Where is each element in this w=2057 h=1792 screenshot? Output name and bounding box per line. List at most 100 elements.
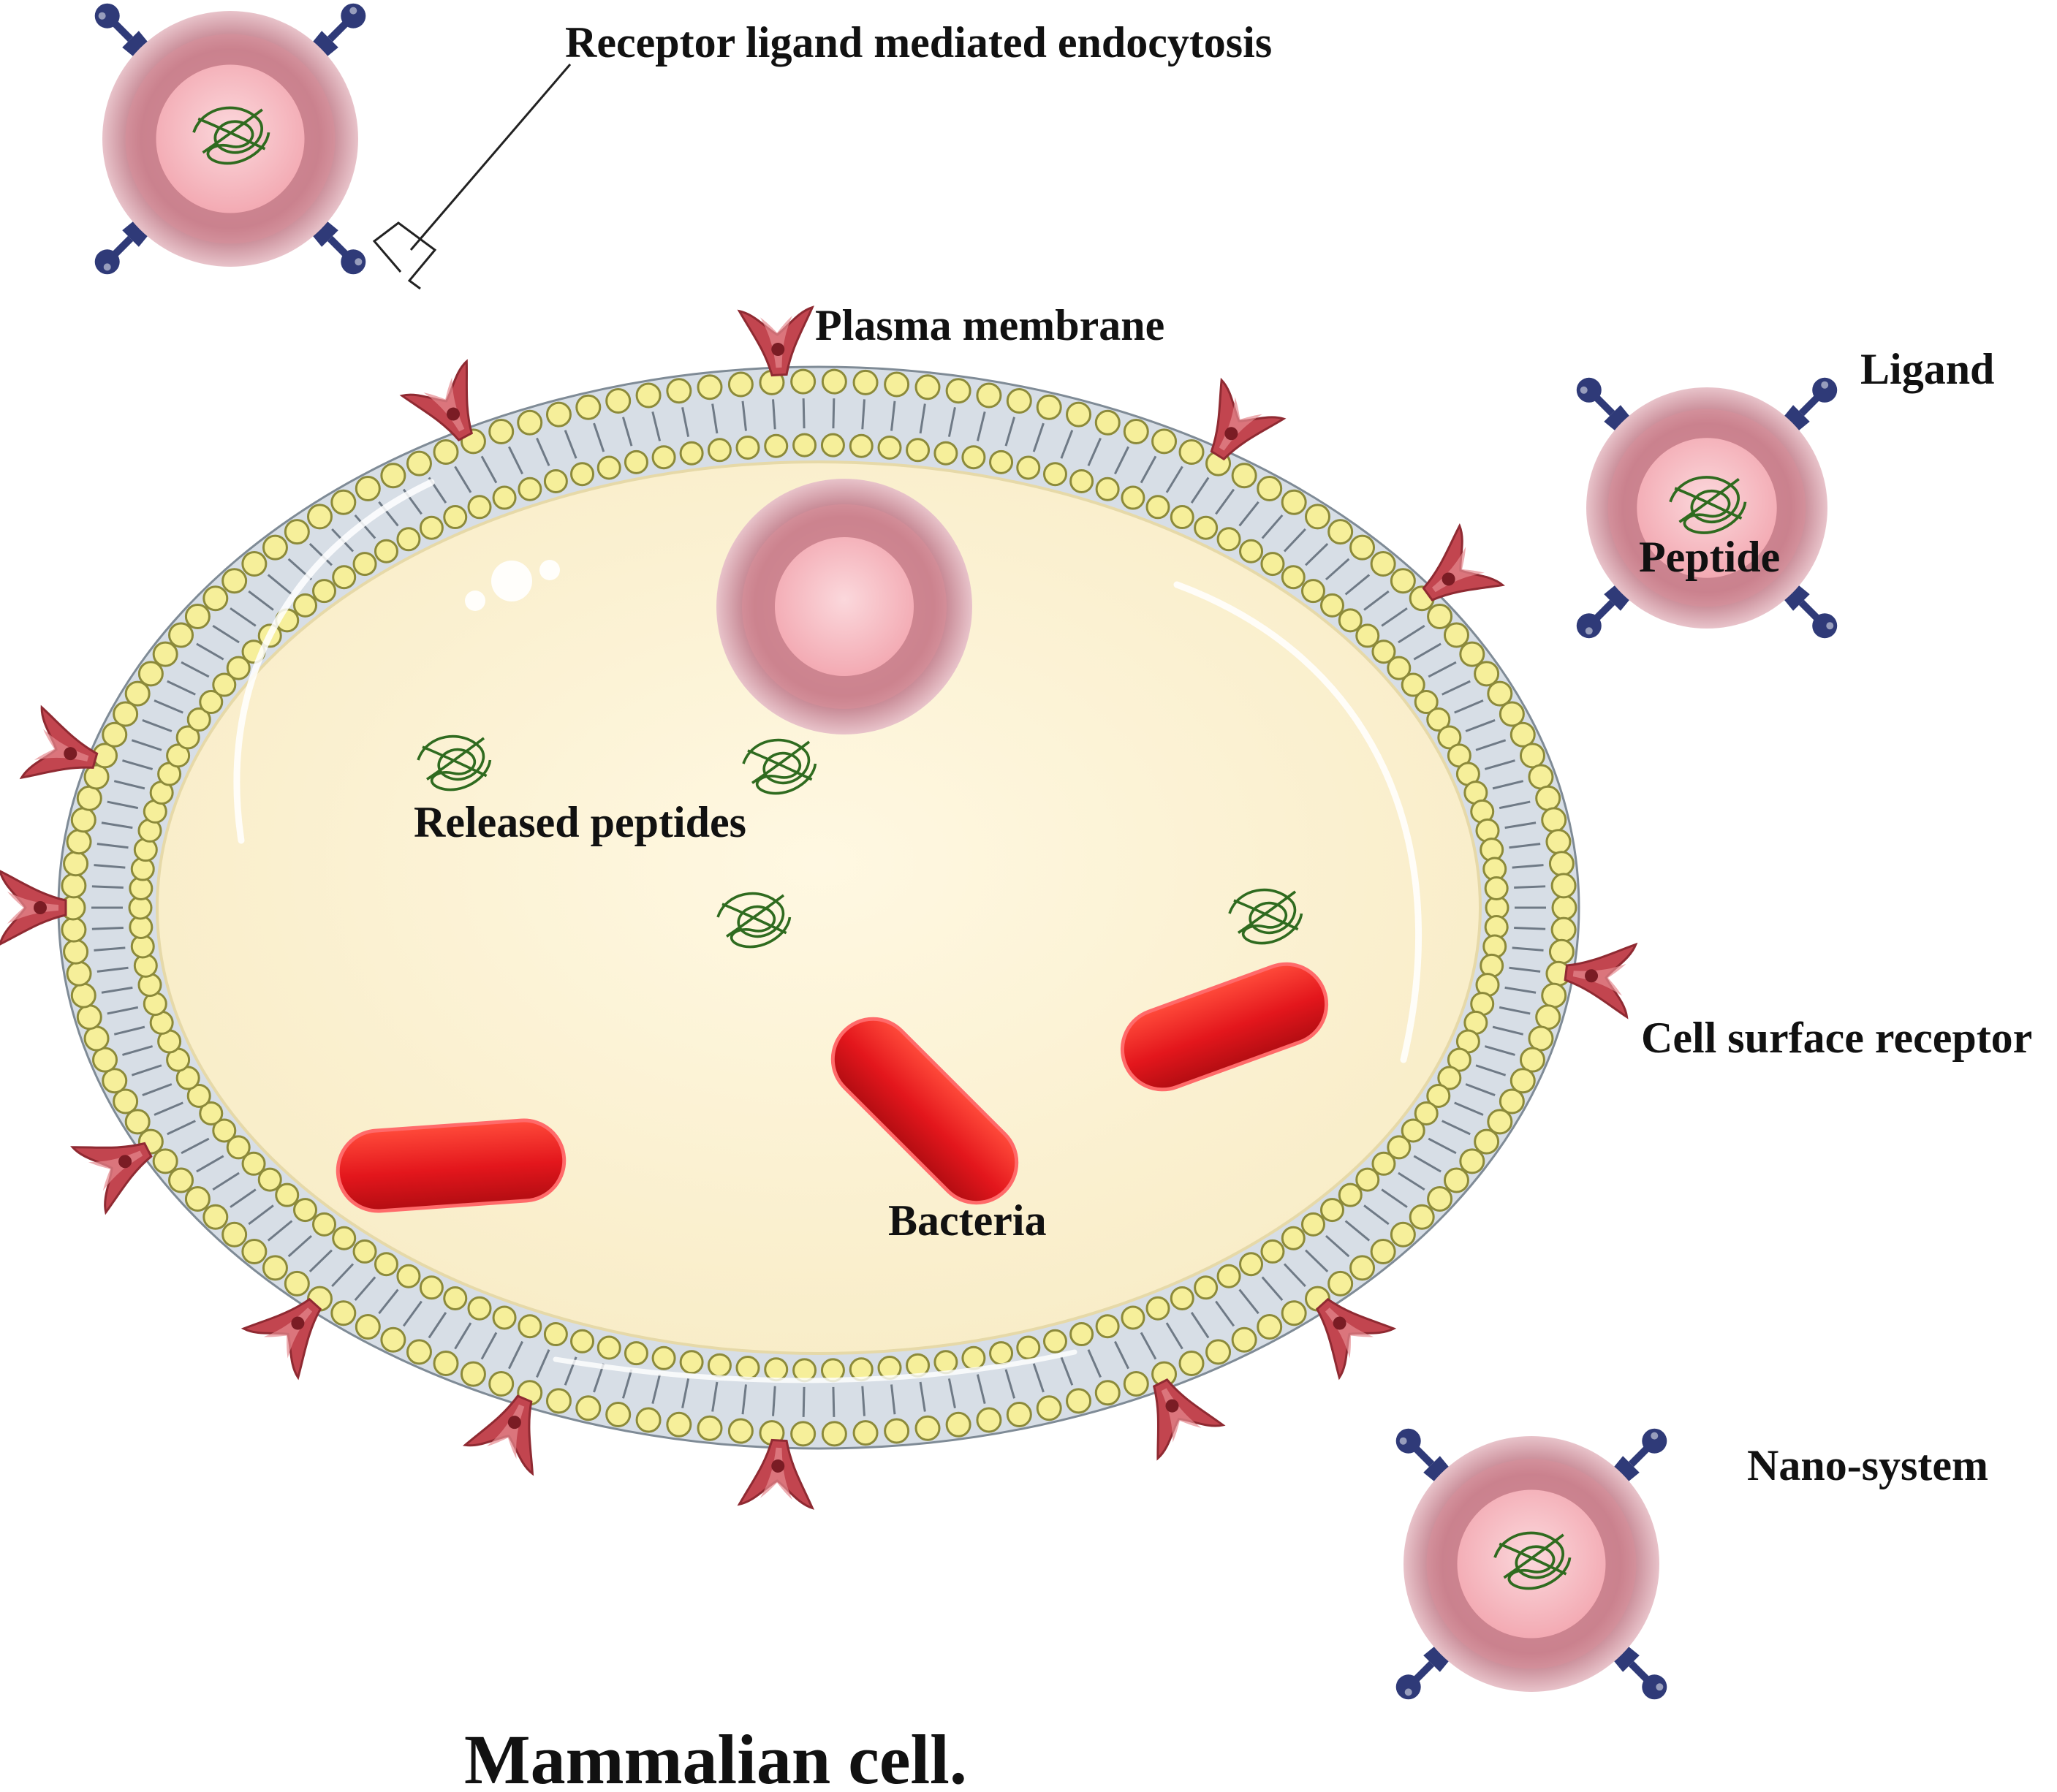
lipid-head xyxy=(1499,701,1525,727)
lipid-head xyxy=(1414,1101,1439,1125)
nano-system xyxy=(94,3,366,275)
lipid-head xyxy=(605,1401,632,1427)
lipid-heads-inner xyxy=(128,433,1509,1383)
lipid-head xyxy=(63,851,89,877)
cytoplasm-highlight-left xyxy=(233,479,435,844)
lipid-head xyxy=(1145,1296,1170,1321)
lipid-head xyxy=(92,1047,118,1073)
lipid-tail xyxy=(122,1045,154,1056)
label-plasma-membrane: Plasma membrane xyxy=(815,301,1164,349)
lipid-head xyxy=(1338,608,1363,633)
lipid-head xyxy=(467,495,492,520)
lipid-head xyxy=(596,455,621,480)
lipid-head xyxy=(380,1326,406,1353)
lipid-head xyxy=(1443,1167,1469,1193)
lipid-head xyxy=(175,725,200,750)
lipid-head xyxy=(70,807,96,833)
lipid-tail xyxy=(1283,1263,1306,1288)
lipid-tail xyxy=(536,437,550,466)
lipid-head xyxy=(1327,1270,1354,1296)
lipid-tail xyxy=(1305,542,1329,566)
lipid-tail xyxy=(91,885,124,889)
lipid-head xyxy=(1338,1182,1363,1207)
lipid-tail xyxy=(1428,661,1457,678)
lipid-head xyxy=(443,505,468,530)
lipid-tail xyxy=(1363,1204,1390,1226)
lipid-tail xyxy=(167,1120,196,1136)
lipid-tail xyxy=(1509,843,1541,849)
lipid-tail xyxy=(681,1378,690,1408)
lipid-tail xyxy=(1442,680,1471,696)
lipid-head xyxy=(1069,1322,1094,1347)
lipid-tail xyxy=(1004,1369,1016,1399)
lipid-tail xyxy=(976,1374,986,1404)
lipid-tail xyxy=(181,1137,210,1155)
lipid-head xyxy=(1349,534,1376,561)
lipid-tail xyxy=(212,625,240,644)
highlight-bubble xyxy=(465,591,485,611)
lipid-head xyxy=(1260,1239,1285,1264)
lipid-tail xyxy=(480,455,498,484)
lipid-head xyxy=(1178,1351,1205,1377)
lipid-head xyxy=(241,1238,268,1264)
lipid-head xyxy=(679,441,704,466)
lipid-head xyxy=(852,369,879,395)
lipid-head xyxy=(1281,1226,1306,1250)
lipid-head xyxy=(790,1421,817,1447)
lipid-head xyxy=(1459,641,1485,667)
peptide-icon xyxy=(742,738,817,795)
lipid-head xyxy=(1281,1300,1307,1326)
lipid-head xyxy=(1541,982,1567,1009)
lipid-head xyxy=(1459,1148,1485,1174)
lipid-tail xyxy=(1325,558,1350,581)
lipid-tail xyxy=(772,1386,776,1416)
lipid-tail xyxy=(196,642,224,661)
lipid-head xyxy=(1260,552,1285,577)
lipid-head xyxy=(1355,1167,1380,1192)
lipid-head xyxy=(184,604,211,630)
lipid-head xyxy=(914,374,941,400)
lipid-tail xyxy=(1499,800,1531,810)
lipid-tail xyxy=(1113,1340,1129,1370)
lipid-head xyxy=(113,701,139,727)
lipid-head xyxy=(221,1221,248,1248)
lipid-head xyxy=(517,409,543,436)
lipid-head xyxy=(764,1357,789,1382)
lipid-head xyxy=(945,378,971,404)
lipid-tail xyxy=(113,780,145,790)
cytoplasm-highlight-bottom xyxy=(553,1349,1077,1383)
lipid-tail xyxy=(248,1204,274,1226)
lipid-head xyxy=(293,593,318,618)
lipid-tail xyxy=(1454,1101,1484,1116)
lipid-head xyxy=(202,1204,229,1230)
lipid-tail xyxy=(621,417,633,447)
lipid-head xyxy=(1387,656,1412,680)
lipid-head xyxy=(1257,475,1283,501)
lipid-head xyxy=(113,1088,139,1115)
lipid-head xyxy=(124,680,151,707)
lipid-tail xyxy=(378,1288,399,1315)
lipid-tails xyxy=(91,398,1546,1417)
cell-surface-receptors xyxy=(0,305,1638,1510)
lipid-head xyxy=(1387,1135,1412,1160)
lipid-head xyxy=(262,534,288,561)
lipid-tail xyxy=(861,1386,865,1416)
lipid-head xyxy=(1509,721,1536,748)
lipid-tail xyxy=(1512,864,1544,869)
lipid-head xyxy=(76,785,102,811)
lipid-tail xyxy=(1261,1276,1284,1302)
lipid-tail xyxy=(621,1369,633,1399)
lipid-tail xyxy=(1475,739,1507,751)
lipid-tail xyxy=(428,1312,447,1339)
lipid-head xyxy=(1216,527,1241,552)
lipid-head xyxy=(166,743,191,768)
lipid-head xyxy=(1443,622,1469,648)
lipid-head xyxy=(1401,672,1425,697)
lipid-head xyxy=(1401,1118,1425,1143)
receptor xyxy=(1422,523,1505,601)
nano-systems xyxy=(94,3,1838,1700)
lipid-tail xyxy=(1454,699,1484,714)
lipid-head xyxy=(1281,489,1307,515)
peptide-icon xyxy=(417,734,492,791)
